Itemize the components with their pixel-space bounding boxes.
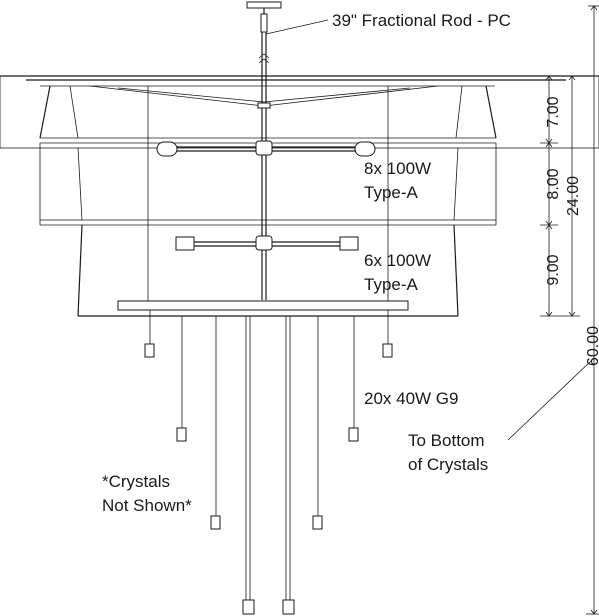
g9-socket — [382, 343, 393, 358]
dimension-lines — [540, 5, 599, 615]
g9-socket — [242, 599, 255, 615]
dim-middle-tier: 8.00 — [545, 168, 562, 199]
dim-overall: 60.00 — [585, 326, 599, 366]
crystals-note-line2: Not Shown* — [102, 496, 192, 515]
g9-socket — [348, 427, 359, 442]
tier2-lamp-arm — [175, 235, 359, 251]
top-tier-shade — [0, 75, 599, 149]
rod-leader-line — [265, 19, 329, 35]
tier2-lamp-count: 6x 100W — [364, 251, 431, 270]
tier1-lamp-type: Type-A — [364, 183, 419, 202]
tier1-lamp-arm — [156, 140, 376, 157]
g9-socket — [312, 515, 323, 530]
tier2-lamp-type: Type-A — [364, 275, 419, 294]
dim-lower-tier: 9.00 — [545, 254, 562, 285]
lower-tier-shade — [77, 224, 459, 317]
g9-pendant-drops — [144, 310, 393, 615]
bottom-leader-line — [507, 359, 593, 441]
dim-upper-tier: 7.00 — [545, 96, 562, 127]
g9-socket — [282, 599, 295, 615]
g9-socket — [144, 343, 155, 358]
tier1-lamp-count: 8x 100W — [364, 159, 431, 178]
g9-socket — [176, 427, 187, 442]
middle-tier-shade — [39, 86, 497, 305]
g9-socket — [210, 515, 221, 530]
g9-label: 20x 40W G9 — [364, 389, 459, 408]
crystals-note-line1: *Crystals — [102, 472, 170, 491]
fractional-rod — [258, 13, 270, 300]
bottom-note-line2: of Crystals — [408, 455, 488, 474]
dim-total-fixture: 24.00 — [565, 176, 582, 216]
canopy — [246, 1, 282, 14]
bottom-note-line1: To Bottom — [408, 431, 485, 450]
rod-label: 39" Fractional Rod - PC — [332, 11, 511, 30]
